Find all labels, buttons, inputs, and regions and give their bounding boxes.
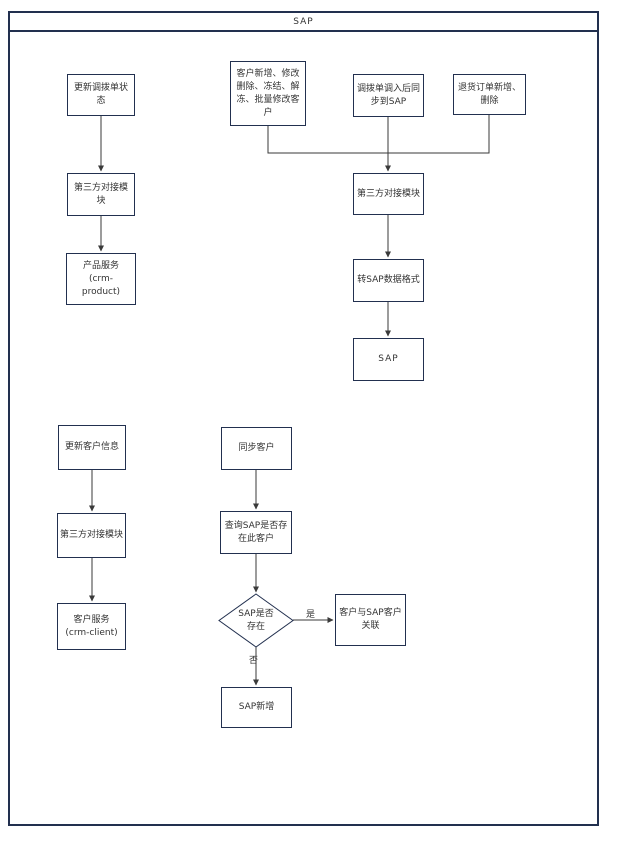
node-update-customer-info: 更新客户信息 [58, 425, 126, 470]
node-link-customer-sap: 客户与SAP客户 关联 [335, 594, 406, 646]
edge-label-yes: 是 [306, 610, 316, 620]
node-update-transfer-status: 更新调拨单状态 [67, 74, 135, 116]
node-return-order-operations: 退货订单新增、 删除 [453, 74, 526, 115]
node-client-service: 客户服务 (crm-client) [57, 603, 126, 650]
node-query-sap-customer: 查询SAP是否存 在此客户 [220, 511, 292, 554]
node-customer-operations: 客户新增、修改 删除、冻结、解 冻、批量修改客 户 [230, 61, 306, 126]
node-third-party-module-b: 第三方对接模块 [353, 173, 424, 215]
node-sap: SAP [353, 338, 424, 381]
node-third-party-module-c: 第三方对接模块 [57, 513, 126, 558]
diagram-frame [8, 11, 599, 826]
lane-title-text: SAP [293, 16, 314, 27]
node-sap-create: SAP新增 [221, 687, 292, 728]
node-third-party-module-a: 第三方对接模块 [67, 173, 135, 216]
node-sync-customer: 同步客户 [221, 427, 292, 470]
lane-title: SAP [8, 11, 599, 32]
decision-sap-exists: SAP是否 存在 [238, 609, 274, 632]
edge-label-no: 否 [249, 656, 259, 666]
node-transfer-sync-sap: 调拨单调入后同 步到SAP [353, 74, 424, 117]
node-product-service: 产品服务 (crm- product) [66, 253, 136, 305]
node-convert-sap-format: 转SAP数据格式 [353, 259, 424, 302]
